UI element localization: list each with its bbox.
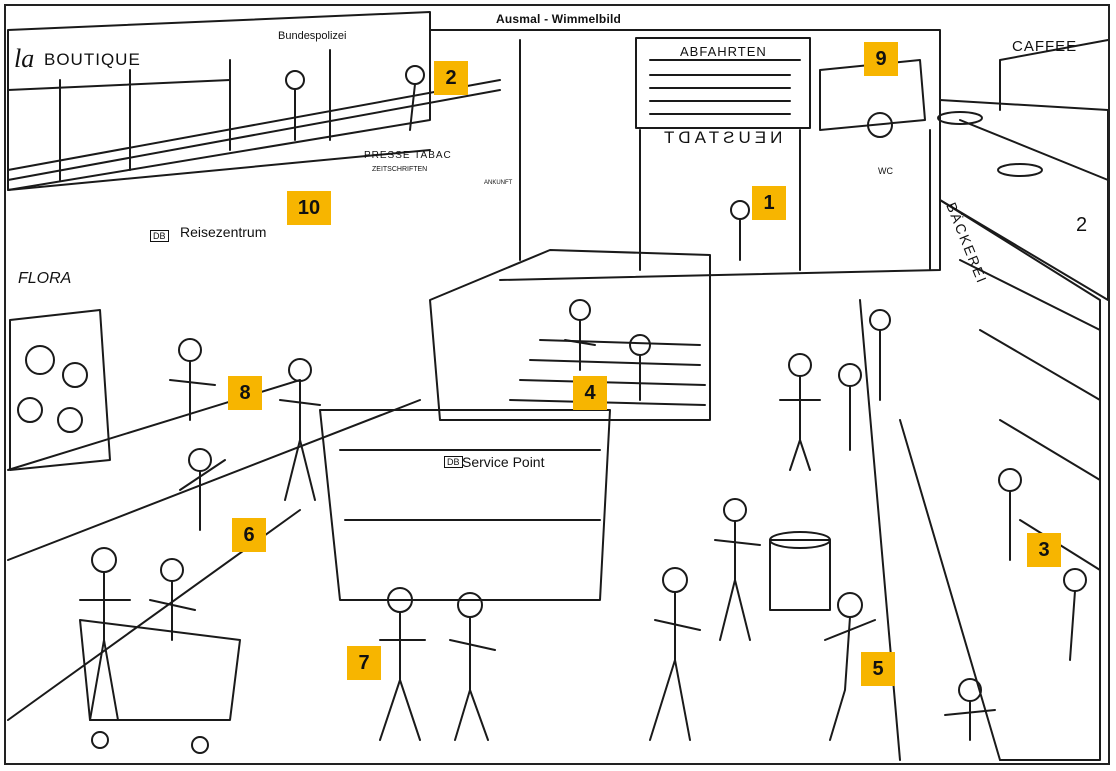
bundespolizei-sign: Bundespolizei bbox=[278, 30, 347, 42]
escalator-area bbox=[429, 249, 711, 421]
service-point-sign: Service Point bbox=[462, 454, 545, 470]
flower-display bbox=[9, 309, 111, 471]
marker-5: 5 bbox=[861, 652, 895, 686]
trash-bin bbox=[769, 539, 831, 611]
upper-left-gallery bbox=[7, 11, 431, 191]
marker-10: 10 bbox=[287, 191, 331, 225]
boutique-sign: BOUTIQUE bbox=[44, 50, 141, 69]
zeitschriften-sign: ZEITSCHRIFTEN bbox=[372, 166, 428, 173]
marker-8: 8 bbox=[228, 376, 262, 410]
crowd-figures bbox=[79, 65, 1087, 741]
reisezentrum-sign: Reisezentrum bbox=[180, 224, 267, 240]
flora-sign: FLORA bbox=[18, 270, 72, 287]
db-logo-service: DB bbox=[444, 456, 463, 468]
right-shops bbox=[939, 199, 1101, 761]
jersey-number: 2 bbox=[1076, 214, 1088, 236]
wc-sign: WC bbox=[878, 166, 893, 176]
abfahrten-sign: ABFAHRTEN bbox=[680, 44, 767, 59]
back-wall bbox=[429, 29, 941, 281]
luggage-cart bbox=[79, 619, 241, 721]
boutique-script-sign: la bbox=[14, 44, 35, 73]
gallery-railing bbox=[7, 79, 501, 181]
marker-2: 2 bbox=[434, 61, 468, 95]
marker-7: 7 bbox=[347, 646, 381, 680]
marker-4: 4 bbox=[573, 376, 607, 410]
ankunft-sign: ANKUNFT bbox=[484, 180, 513, 186]
page-heading: Ausmal - Wimmelbild bbox=[496, 12, 622, 26]
departures-board bbox=[635, 37, 811, 129]
marker-3: 3 bbox=[1027, 533, 1061, 567]
neustadt-mirrored-sign: NEUSTADT bbox=[660, 128, 783, 147]
marker-6: 6 bbox=[232, 518, 266, 552]
marker-1: 1 bbox=[752, 186, 786, 220]
service-point-booth bbox=[319, 409, 611, 601]
marker-9: 9 bbox=[864, 42, 898, 76]
caffee-sign: CAFFEE bbox=[1012, 38, 1078, 55]
presse-tabac-sign: PRESSE TABAC bbox=[364, 150, 452, 161]
db-logo-reisezentrum: DB bbox=[150, 230, 169, 242]
upper-right-gallery bbox=[939, 99, 1109, 301]
